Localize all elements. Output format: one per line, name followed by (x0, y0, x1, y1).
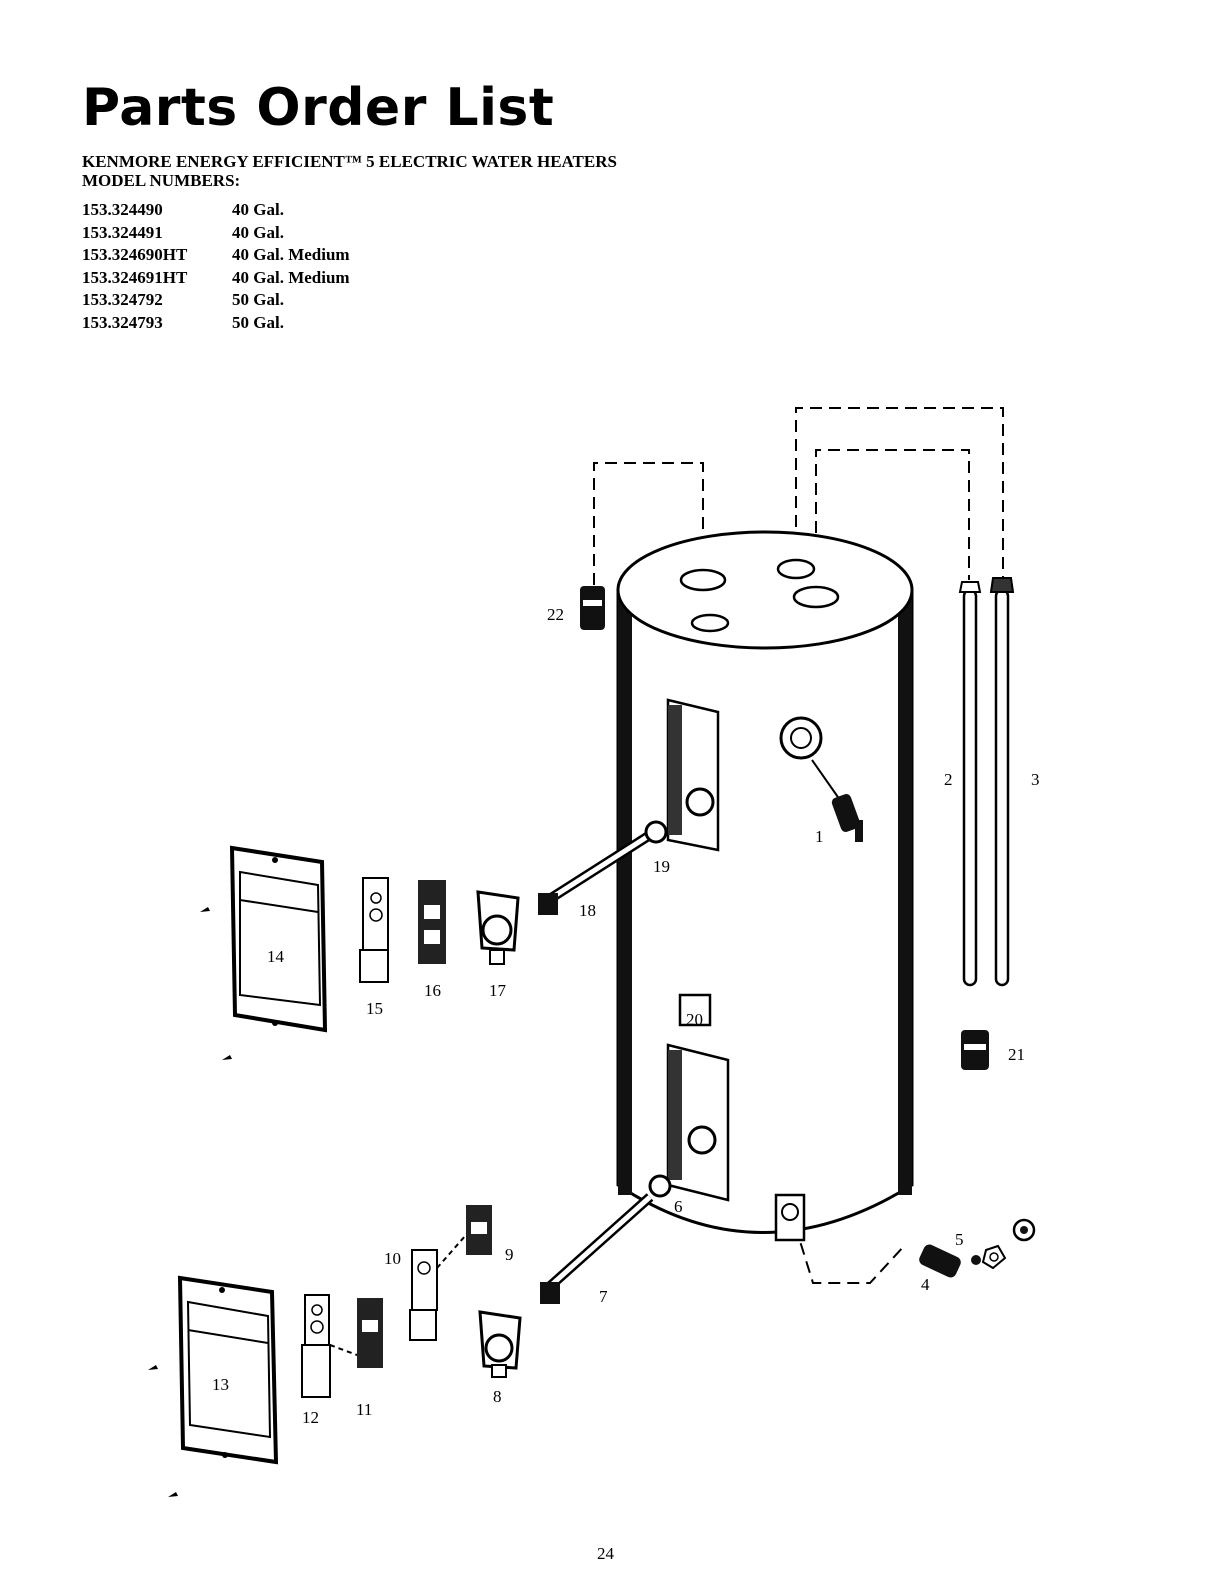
page-number: 24 (0, 1544, 1211, 1564)
upper-controls (360, 878, 518, 982)
lower-controls (302, 1205, 520, 1397)
part-label-17: 17 (489, 981, 507, 1000)
part-label-11: 11 (356, 1400, 372, 1419)
part-label-9: 9 (505, 1245, 514, 1264)
part-label-5: 5 (955, 1230, 964, 1249)
part-label-21: 21 (1008, 1045, 1025, 1064)
part-label-15: 15 (366, 999, 383, 1018)
part-label-13: 13 (212, 1375, 229, 1394)
part-label-3: 3 (1031, 770, 1040, 789)
part-label-12: 12 (302, 1408, 319, 1427)
access-cover-upper (200, 848, 325, 1060)
part-label-6: 6 (674, 1197, 683, 1216)
part-label-4: 4 (921, 1275, 930, 1294)
part-label-19: 19 (653, 857, 670, 876)
part-label-14: 14 (267, 947, 285, 966)
dip-tube-anode (960, 578, 1013, 985)
part-label-20: 20 (686, 1010, 703, 1029)
part-label-22: 22 (547, 605, 564, 624)
drain-valve-parts (917, 1220, 1034, 1279)
part-label-18: 18 (579, 901, 596, 920)
part-label-7: 7 (599, 1287, 608, 1306)
part-label-16: 16 (424, 981, 441, 1000)
leader-line-4 (795, 1225, 905, 1283)
part-label-2: 2 (944, 770, 953, 789)
part-label-8: 8 (493, 1387, 502, 1406)
part-label-1: 1 (815, 827, 824, 846)
part-label-10: 10 (384, 1249, 401, 1268)
water-heater-tank (618, 532, 912, 1240)
